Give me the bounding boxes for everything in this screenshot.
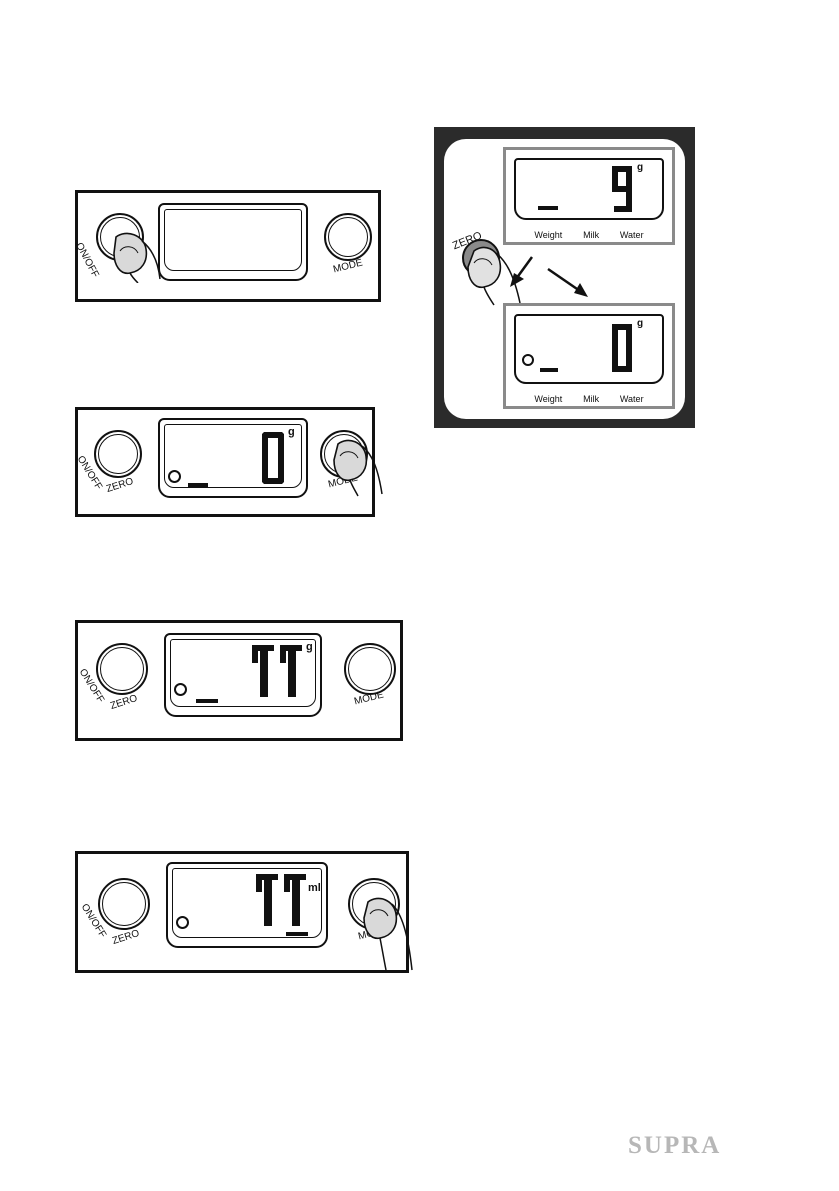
lcd-digit — [612, 166, 632, 212]
mode-button[interactable] — [324, 213, 372, 261]
on-off-button[interactable] — [94, 430, 142, 478]
lcd-digit — [252, 645, 274, 697]
water-label: Water — [619, 230, 644, 240]
lcd-digit — [262, 432, 284, 484]
water-label: Water — [619, 394, 644, 404]
finger-press-icon — [333, 439, 383, 497]
lcd-digit — [284, 874, 306, 926]
indicator-dot — [522, 354, 534, 366]
lcd-after: g Weight Milk Water — [503, 303, 675, 409]
mode-indicator-bar — [540, 368, 558, 372]
indicator-dot — [174, 683, 187, 696]
on-off-button[interactable] — [96, 643, 148, 695]
weight-label: Weight — [534, 394, 563, 404]
indicator-dot — [176, 916, 189, 929]
lcd-digit — [256, 874, 278, 926]
on-off-button[interactable] — [98, 878, 150, 930]
mode-indicator-bar — [286, 932, 308, 936]
scale-panel-1: ON/OFF MODE — [73, 190, 381, 302]
lcd-display — [158, 203, 308, 281]
mode-indicator-bar — [188, 483, 208, 487]
brand-logo: SUPRA — [628, 1132, 722, 1159]
lcd-display: g — [158, 418, 308, 498]
lcd-before: g Weight Milk Water — [503, 147, 675, 245]
lcd-digit — [612, 324, 632, 372]
unit-label: g — [306, 641, 313, 653]
mode-indicator-bar — [538, 206, 558, 210]
weight-label: Weight — [534, 230, 563, 240]
mode-labels: Weight Milk Water — [506, 230, 672, 240]
unit-label: g — [637, 162, 644, 173]
mode-indicator-bar — [196, 699, 218, 703]
scale-panel-4: ON/OFF ZERO ml MODE — [75, 851, 413, 973]
finger-press-icon — [363, 897, 413, 971]
milk-label: Milk — [583, 230, 600, 240]
zero-label: ZERO — [104, 475, 135, 496]
lcd-display: g — [164, 633, 322, 717]
milk-label: Milk — [583, 394, 600, 404]
zero-demo-card: g Weight Milk Water ZERO — [444, 139, 685, 419]
scale-panel-2: ON/OFF ZERO g MODE — [75, 407, 383, 517]
lcd-display: ml — [166, 862, 328, 948]
finger-press-icon — [113, 232, 161, 283]
unit-label: g — [637, 318, 644, 329]
indicator-dot — [168, 470, 181, 483]
zero-demo-inset: g Weight Milk Water ZERO — [434, 127, 695, 428]
mode-label: MODE — [332, 257, 364, 276]
finger-press-icon — [467, 246, 521, 306]
zero-label: ZERO — [110, 927, 141, 948]
on-off-label: ON/OFF — [73, 241, 101, 280]
unit-label: g — [288, 426, 295, 438]
unit-label: ml — [308, 882, 321, 894]
lcd-digit — [280, 645, 302, 697]
arrow-icon — [510, 256, 588, 297]
scale-panel-3: ON/OFF ZERO g MODE — [75, 620, 403, 741]
mode-labels: Weight Milk Water — [506, 394, 672, 404]
zero-label: ZERO — [108, 692, 139, 713]
mode-button[interactable] — [344, 643, 396, 695]
